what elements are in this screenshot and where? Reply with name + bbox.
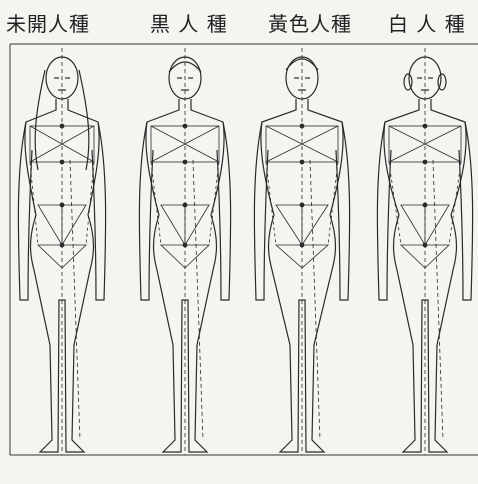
guide-node bbox=[423, 124, 427, 128]
pelvis-triangle bbox=[276, 205, 328, 245]
hip-triangle bbox=[161, 245, 209, 268]
hip-triangle bbox=[401, 245, 449, 268]
guide-node bbox=[183, 160, 187, 164]
proportion-guides bbox=[151, 48, 219, 455]
guide-node bbox=[60, 203, 64, 207]
guide-node bbox=[183, 124, 187, 128]
guide-node bbox=[183, 203, 187, 207]
black-race-figure bbox=[139, 48, 230, 455]
hip-triangle bbox=[276, 245, 328, 268]
pelvis-triangle bbox=[161, 205, 209, 245]
pelvis-triangle bbox=[401, 205, 449, 245]
proportion-guides bbox=[389, 48, 461, 455]
proportion-guides bbox=[30, 48, 94, 455]
white-race-figure bbox=[377, 48, 472, 455]
guide-node bbox=[300, 203, 304, 207]
guide-node bbox=[183, 243, 187, 247]
ear bbox=[404, 74, 412, 90]
guide-node bbox=[300, 160, 304, 164]
yellow-race-figure bbox=[254, 48, 349, 455]
guide-node bbox=[300, 124, 304, 128]
pelvis-triangle bbox=[38, 205, 86, 245]
guide-node bbox=[423, 203, 427, 207]
guide-node bbox=[60, 243, 64, 247]
guide-node bbox=[423, 243, 427, 247]
guide-node bbox=[423, 160, 427, 164]
proportion-guides bbox=[266, 48, 338, 455]
guide-node bbox=[60, 160, 64, 164]
hip-triangle bbox=[38, 245, 86, 268]
guide-node bbox=[300, 243, 304, 247]
primitive-race-figure bbox=[18, 48, 105, 455]
ear bbox=[438, 74, 446, 90]
guide-node bbox=[60, 124, 64, 128]
